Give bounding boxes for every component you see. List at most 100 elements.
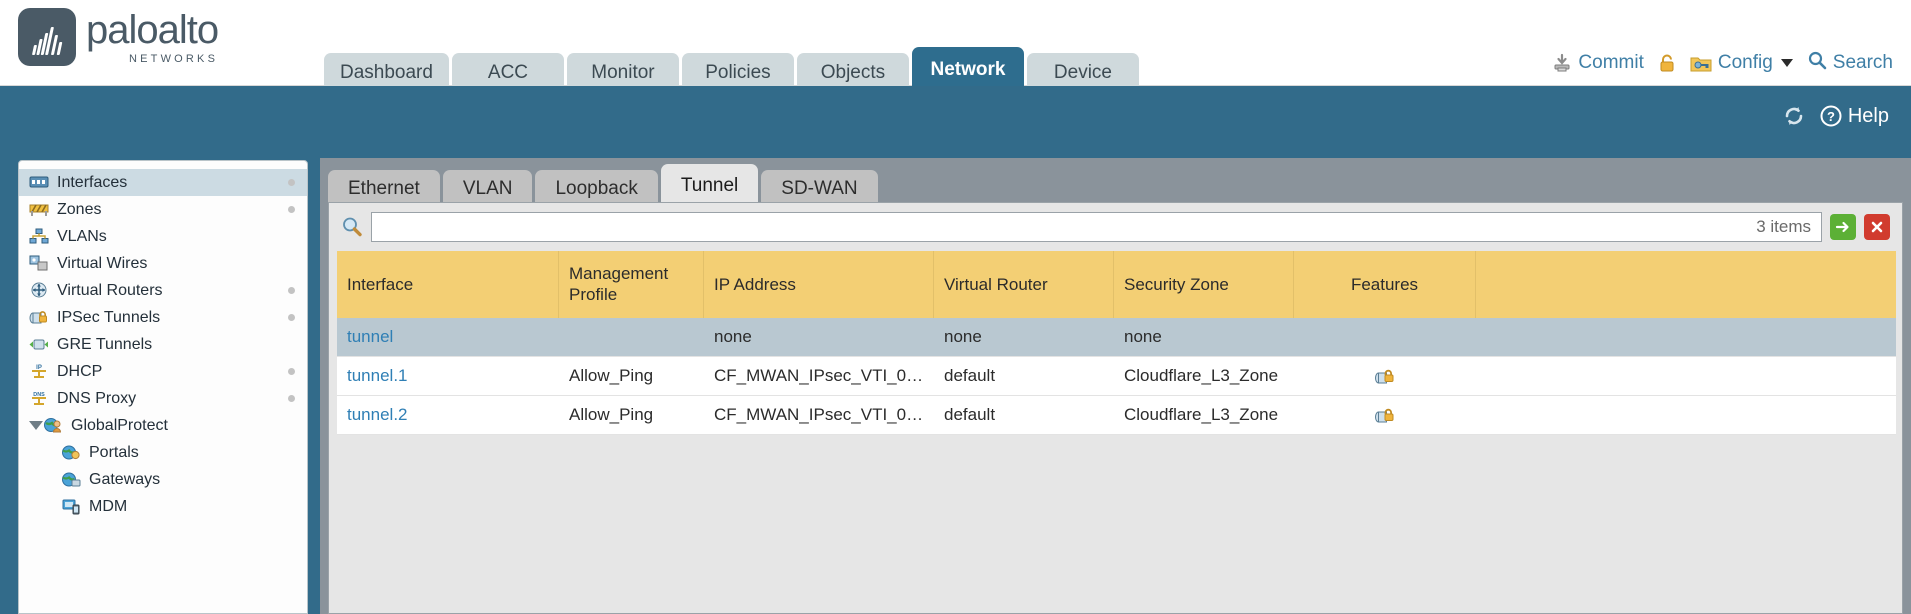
sidebar-item-vlans[interactable]: VLANs [19, 223, 307, 250]
sidebar-item-label: GRE Tunnels [57, 335, 153, 353]
help-label: Help [1847, 104, 1889, 127]
sidebar-item-label: Portals [89, 443, 139, 461]
cell-interface[interactable]: tunnel.1 [347, 365, 408, 385]
commit-icon [1552, 53, 1572, 73]
ipsec-feature-icon [1374, 405, 1396, 425]
table-row[interactable]: tunnel.2 Allow_Ping CF_MWAN_IPsec_VTI_02… [337, 395, 1896, 435]
ipsec-feature-icon [1374, 366, 1396, 386]
tab-acc[interactable]: ACC [451, 53, 564, 92]
config-menu[interactable]: Config [1690, 52, 1793, 74]
tunnel-interfaces-table: Interface Management Profile IP Address … [337, 251, 1896, 435]
search-label: Search [1832, 52, 1893, 73]
content-area: Ethernet VLAN Loopback Tunnel SD-WAN 3 i… [320, 158, 1911, 614]
cell-ip-address: none [714, 326, 752, 346]
filter-bar: 3 items [329, 203, 1902, 251]
tab-dashboard[interactable]: Dashboard [324, 53, 449, 92]
commit-button[interactable]: Commit [1552, 52, 1644, 74]
search-button[interactable]: Search [1807, 50, 1893, 76]
sidebar-item-globalprotect[interactable]: GlobalProtect [19, 412, 307, 439]
search-input[interactable]: 3 items [371, 212, 1822, 242]
gateways-icon [61, 471, 81, 489]
status-dot [288, 368, 295, 375]
brand-subtitle: NETWORKS [128, 52, 219, 65]
tab-monitor[interactable]: Monitor [566, 53, 679, 92]
status-dot [288, 287, 295, 294]
sidebar-item-label: Virtual Routers [57, 281, 163, 299]
chevron-down-icon[interactable] [29, 421, 43, 430]
cell-security-zone: Cloudflare_L3_Zone [1124, 404, 1279, 424]
column-header-features[interactable]: Features [1294, 251, 1476, 318]
blue-band-tools: ? Help [1782, 104, 1889, 128]
help-icon: ? [1820, 105, 1842, 127]
subtab-loopback[interactable]: Loopback [535, 170, 658, 208]
sidebar-item-ipsec-tunnels[interactable]: IPSec Tunnels [19, 304, 307, 331]
sidebar-item-label: Gateways [89, 470, 161, 488]
clear-filter-icon[interactable] [1864, 214, 1890, 240]
chevron-down-icon [1780, 59, 1793, 67]
ipsec-tunnels-icon [29, 309, 49, 327]
cell-ip-address-text: CF_MWAN_IPsec_VTI_02_... [714, 404, 924, 424]
config-label: Config [1717, 52, 1773, 73]
sidebar-item-gateways[interactable]: Gateways [19, 466, 307, 493]
cell-interface[interactable]: tunnel [347, 326, 394, 346]
subtab-vlan[interactable]: VLAN [442, 170, 533, 208]
sidebar-item-zones[interactable]: Zones [19, 196, 307, 223]
tab-policies[interactable]: Policies [681, 53, 794, 92]
virtual-routers-icon [29, 282, 49, 300]
subtab-ethernet[interactable]: Ethernet [328, 170, 440, 208]
lock-button[interactable] [1658, 53, 1676, 73]
cell-security-zone: Cloudflare_L3_Zone [1124, 365, 1279, 385]
cell-ip-address: CF_MWAN_IPsec_VTI_02_... [704, 396, 934, 434]
cell-management-profile [559, 318, 704, 356]
sidebar-item-label: Zones [57, 200, 102, 218]
cell-virtual-router: default [944, 404, 996, 424]
subtab-sdwan[interactable]: SD-WAN [761, 170, 878, 208]
sidebar-item-label: MDM [89, 497, 128, 515]
config-key-icon [1690, 54, 1712, 73]
tab-objects[interactable]: Objects [796, 53, 909, 92]
status-dot [288, 206, 295, 213]
svg-text:?: ? [1827, 109, 1835, 124]
sidebar-item-label: IPSec Tunnels [57, 308, 161, 326]
lock-icon [1658, 53, 1676, 73]
blue-context-band [0, 86, 1911, 158]
brand-logo: paloalto NETWORKS [18, 8, 219, 66]
tab-network[interactable]: Network [911, 47, 1024, 92]
zones-icon [29, 201, 49, 219]
sidebar-item-gre-tunnels[interactable]: GRE Tunnels [19, 331, 307, 358]
column-header-ip-address[interactable]: IP Address [704, 251, 934, 318]
cell-interface[interactable]: tunnel.2 [347, 404, 408, 424]
sidebar-item-mdm[interactable]: MDM [19, 493, 307, 520]
refresh-icon[interactable] [1782, 104, 1806, 128]
tab-device[interactable]: Device [1026, 53, 1139, 92]
sidebar-item-dns-proxy[interactable]: DNS DNS Proxy [19, 385, 307, 412]
column-header-virtual-router[interactable]: Virtual Router [934, 251, 1114, 318]
table-row[interactable]: tunnel.1 Allow_Ping CF_MWAN_IPsec_VTI_01… [337, 356, 1896, 396]
globalprotect-icon [43, 417, 63, 435]
mdm-icon [61, 498, 81, 516]
sidebar-item-virtual-routers[interactable]: Virtual Routers [19, 277, 307, 304]
sidebar-item-label: Virtual Wires [57, 254, 148, 272]
sidebar-item-virtual-wires[interactable]: Virtual Wires [19, 250, 307, 277]
column-header-management-profile[interactable]: Management Profile [559, 251, 704, 318]
cell-features [1294, 318, 1476, 356]
help-button[interactable]: ? Help [1820, 105, 1889, 128]
sidebar-item-portals[interactable]: Portals [19, 439, 307, 466]
top-header-bar: paloalto NETWORKS Dashboard ACC Monitor … [0, 0, 1911, 92]
header-tools: Commit Config [1552, 50, 1893, 76]
column-header-interface[interactable]: Interface [337, 251, 559, 318]
dns-proxy-icon: DNS [29, 390, 49, 408]
dhcp-icon: IP [29, 363, 49, 381]
sidebar-item-dhcp[interactable]: IP DHCP [19, 358, 307, 385]
gre-tunnels-icon [29, 336, 49, 354]
column-header-security-zone[interactable]: Security Zone [1114, 251, 1294, 318]
sidebar-item-interfaces[interactable]: Interfaces [19, 169, 307, 196]
table-row[interactable]: tunnel none none none [337, 317, 1896, 357]
apply-filter-icon[interactable] [1830, 214, 1856, 240]
commit-label: Commit [1578, 52, 1644, 73]
sidebar-item-label: DNS Proxy [57, 389, 137, 407]
search-magnifier-icon [341, 216, 363, 238]
subtab-tunnel[interactable]: Tunnel [660, 164, 759, 208]
sidebar-item-label: DHCP [57, 362, 103, 380]
